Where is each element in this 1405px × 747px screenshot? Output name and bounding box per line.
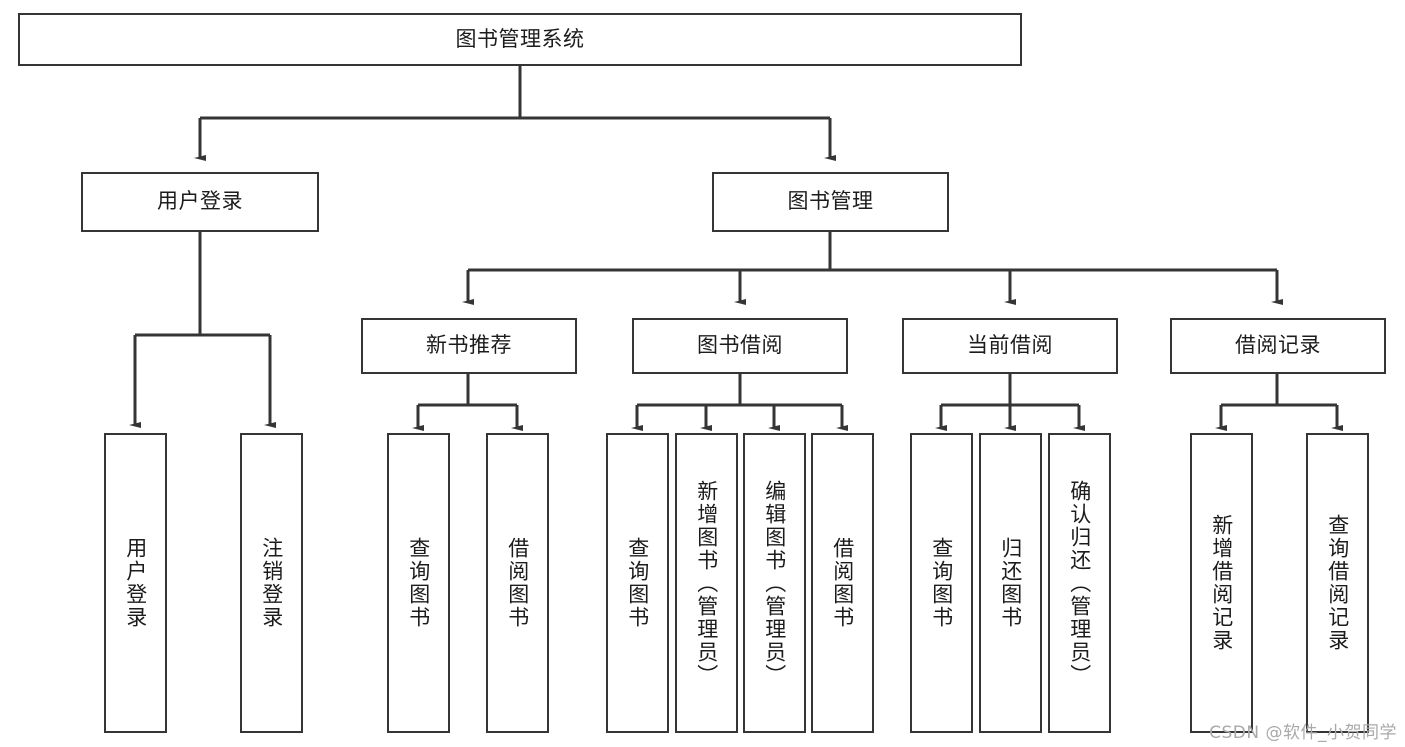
node-label: 图书借阅	[697, 333, 783, 358]
node-label: 图书管理	[787, 189, 874, 214]
leaf-book-borrow-borrow-book[interactable]: 借阅图书	[811, 433, 874, 733]
node-root-book-management-system[interactable]: 图书管理系统	[18, 13, 1022, 66]
node-label: 新书推荐	[426, 333, 512, 358]
node-label: 借阅图书	[830, 537, 855, 629]
node-label: 用户登录	[157, 189, 243, 214]
node-label: 归还图书	[998, 537, 1023, 629]
leaf-new-book-query-book[interactable]: 查询图书	[387, 433, 450, 733]
leaf-user-login-logout[interactable]: 注销登录	[240, 433, 303, 733]
csdn-watermark: CSDN @软件_小贺同学	[1209, 723, 1397, 743]
leaf-new-book-borrow-book[interactable]: 借阅图书	[486, 433, 549, 733]
node-label: 查询图书	[625, 537, 650, 629]
node-label: 图书管理系统	[455, 26, 585, 51]
node-label: 借阅记录	[1235, 333, 1321, 358]
leaf-book-borrow-query-book[interactable]: 查询图书	[606, 433, 669, 733]
node-book-borrow[interactable]: 图书借阅	[632, 318, 848, 374]
node-label: 确认归还（管理员）	[1067, 479, 1092, 687]
node-label: 查询图书	[929, 537, 954, 629]
node-label: 编辑图书（管理员）	[762, 479, 787, 687]
node-new-book-recommend[interactable]: 新书推荐	[361, 318, 577, 374]
node-label: 新增借阅记录	[1209, 514, 1234, 652]
leaf-borrow-record-query-record[interactable]: 查询借阅记录	[1306, 433, 1369, 733]
node-current-borrow[interactable]: 当前借阅	[902, 318, 1118, 374]
node-book-management[interactable]: 图书管理	[712, 172, 949, 232]
leaf-book-borrow-add-book-admin[interactable]: 新增图书（管理员）	[675, 433, 738, 733]
node-label: 当前借阅	[967, 333, 1053, 358]
leaf-current-borrow-query-book[interactable]: 查询图书	[910, 433, 973, 733]
node-label: 注销登录	[259, 537, 284, 629]
leaf-book-borrow-edit-book-admin[interactable]: 编辑图书（管理员）	[743, 433, 806, 733]
leaf-current-borrow-return-book[interactable]: 归还图书	[979, 433, 1042, 733]
node-label: 新增图书（管理员）	[694, 479, 719, 687]
leaf-borrow-record-add-record[interactable]: 新增借阅记录	[1190, 433, 1253, 733]
node-label: 查询借阅记录	[1325, 514, 1350, 652]
node-user-login[interactable]: 用户登录	[81, 172, 319, 232]
leaf-current-borrow-confirm-return-admin[interactable]: 确认归还（管理员）	[1048, 433, 1111, 733]
leaf-user-login-login[interactable]: 用户登录	[104, 433, 167, 733]
node-borrow-record[interactable]: 借阅记录	[1170, 318, 1386, 374]
node-label: 借阅图书	[505, 537, 530, 629]
node-label: 用户登录	[123, 537, 148, 629]
node-label: 查询图书	[406, 537, 431, 629]
